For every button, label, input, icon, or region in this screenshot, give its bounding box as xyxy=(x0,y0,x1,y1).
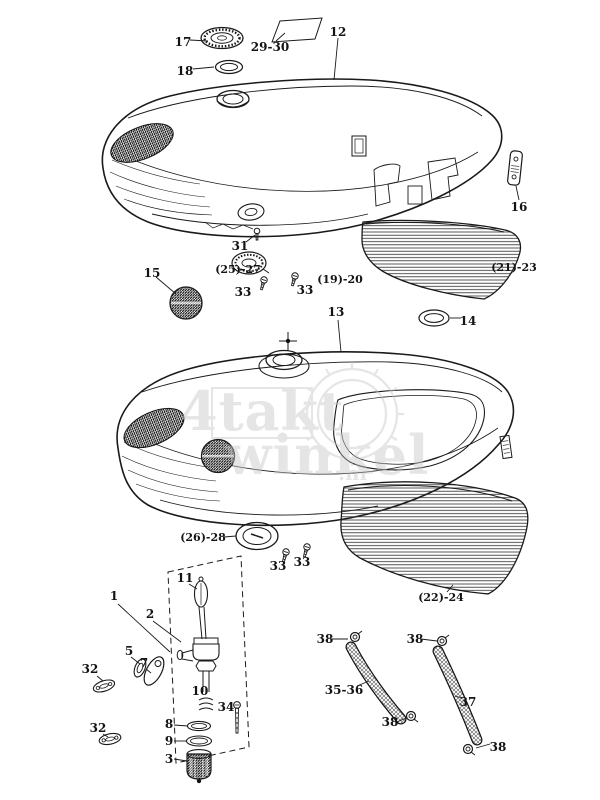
part-label-10: 10 xyxy=(192,684,209,698)
part-label-32: 32 xyxy=(82,662,99,676)
screw xyxy=(291,272,299,287)
part-label-1: 1 xyxy=(110,589,118,603)
tap-lever xyxy=(143,656,165,686)
part-label-11: 11 xyxy=(177,571,194,585)
dashed-group-box xyxy=(167,555,250,764)
part-label-15: 15 xyxy=(144,266,161,280)
cap-gasket xyxy=(214,59,244,75)
filler-neck xyxy=(258,349,310,379)
part-label-38: 38 xyxy=(382,715,399,729)
bowl-ring xyxy=(186,720,212,732)
tube-clip xyxy=(436,634,450,647)
tap-hole-cap xyxy=(235,521,279,551)
tunnel-cutouts xyxy=(373,157,459,207)
tank-badge-oval xyxy=(237,203,265,221)
fuel-cap xyxy=(200,26,244,50)
part-label-33: 33 xyxy=(270,559,287,573)
watermark-gear-icon xyxy=(300,362,404,466)
filler-neck xyxy=(216,89,250,109)
part-labels: 17 29-30 12 18 16 31 (25)-27 33 33 (19)-… xyxy=(82,25,537,766)
part-label-21-23: (21)-23 xyxy=(491,261,537,274)
part-label-25-27: (25)-27 xyxy=(215,263,261,276)
part-label-32: 32 xyxy=(90,721,107,735)
part-label-35-36: 35-36 xyxy=(325,683,363,697)
part-label-2: 2 xyxy=(146,607,154,621)
part-label-13: 13 xyxy=(328,305,345,319)
petcock-assembly xyxy=(92,555,250,784)
tank-tab xyxy=(499,434,513,460)
part-label-9: 9 xyxy=(165,734,173,748)
part-label-3: 3 xyxy=(165,752,173,766)
part-label-37: 37 xyxy=(460,695,477,709)
fuel-strainer-pipe xyxy=(193,576,209,640)
watermark-word1: 4takt xyxy=(180,379,345,443)
tube-clip xyxy=(349,630,363,643)
fuel-tube xyxy=(432,645,483,746)
part-label-5: 5 xyxy=(125,644,133,658)
lever-washer xyxy=(133,658,147,678)
gasket xyxy=(98,732,122,746)
screw xyxy=(282,548,290,563)
watermark-suffix: .nl xyxy=(338,461,368,485)
upper-side-cover xyxy=(361,219,522,300)
knee-grip-pad xyxy=(110,123,174,163)
tube-clip xyxy=(405,710,419,723)
screw xyxy=(260,276,268,291)
round-emblem xyxy=(169,286,203,320)
caution-label-sticker xyxy=(271,17,323,43)
lower-side-cover xyxy=(340,481,529,595)
part-label-18: 18 xyxy=(177,64,194,78)
vent-cross xyxy=(279,332,297,350)
part-label-33: 33 xyxy=(294,555,311,569)
part-label-38: 38 xyxy=(317,632,334,646)
part-label-33: 33 xyxy=(297,283,314,297)
upper-fuel-tank xyxy=(101,78,503,241)
bowl-gasket-ring xyxy=(185,735,213,747)
part-label-38: 38 xyxy=(407,632,424,646)
tap-dial-cover xyxy=(231,251,270,275)
round-emblem xyxy=(200,438,236,474)
strainer-cup xyxy=(186,749,212,784)
leader-lines xyxy=(96,32,520,762)
tube-clip xyxy=(462,743,476,756)
badge-bolt xyxy=(253,227,261,241)
cover-grommet xyxy=(418,309,450,327)
part-label-34: 34 xyxy=(218,700,235,714)
side-recess-panel xyxy=(333,389,486,471)
fuel-tube xyxy=(345,641,407,725)
mount-latch xyxy=(351,135,367,157)
part-label-26-28: (26)-28 xyxy=(180,531,226,544)
watermark-word2: winkel xyxy=(224,423,430,487)
petcock-body xyxy=(176,637,220,692)
knee-grip-pad xyxy=(123,407,185,449)
screw xyxy=(303,543,311,558)
spring xyxy=(198,697,214,711)
part-label-22-24: (22)-24 xyxy=(418,591,464,604)
part-label-31: 31 xyxy=(232,239,249,253)
part-label-29-30: 29-30 xyxy=(251,40,289,54)
watermark: 4takt winkel .nl xyxy=(180,362,430,487)
side-bracket xyxy=(507,150,523,186)
part-label-12: 12 xyxy=(330,25,347,39)
part-label-16: 16 xyxy=(511,200,528,214)
part-label-33: 33 xyxy=(235,285,252,299)
long-screw xyxy=(233,701,241,734)
part-label-8: 8 xyxy=(165,717,173,731)
part-label-14: 14 xyxy=(460,314,477,328)
gasket xyxy=(92,679,116,693)
part-label-7: 7 xyxy=(140,656,148,670)
part-label-38: 38 xyxy=(490,740,507,754)
part-label-19-20: (19)-20 xyxy=(317,273,363,286)
part-label-17: 17 xyxy=(175,35,192,49)
